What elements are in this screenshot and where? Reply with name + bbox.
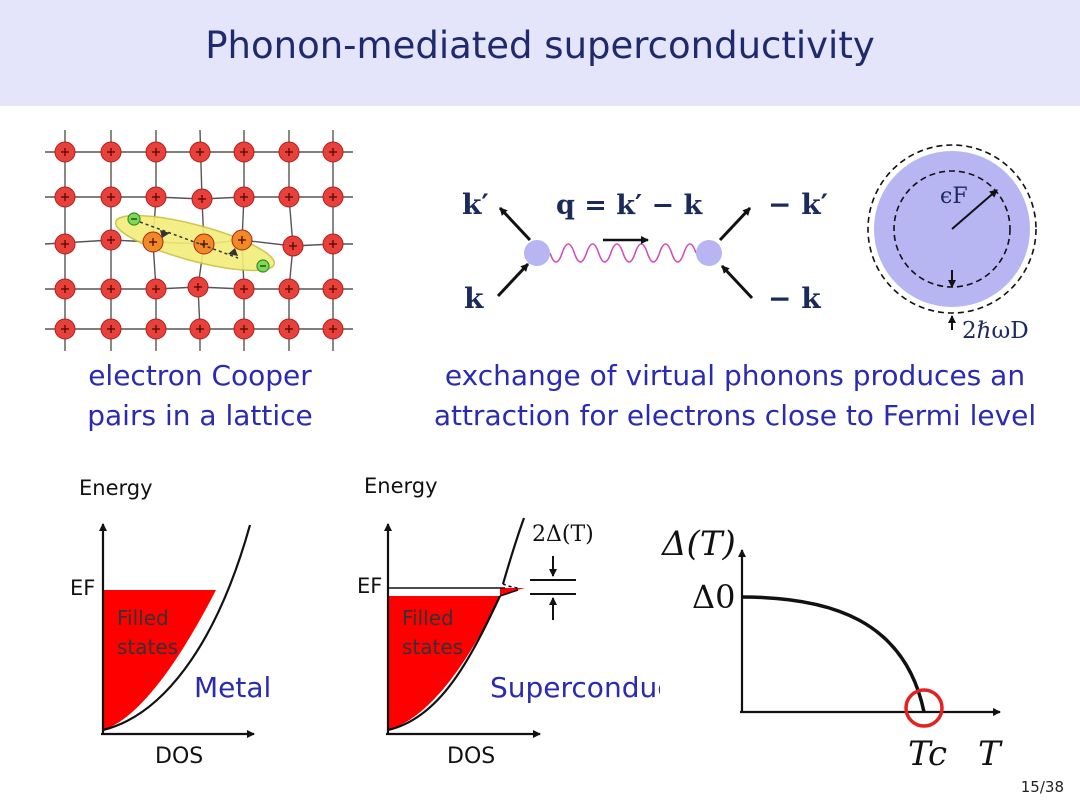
ion-site: [145, 278, 167, 300]
metal-filled-line-2: states: [117, 635, 179, 659]
ion-site: [189, 141, 211, 163]
ion-site: [145, 186, 167, 208]
ion-site: [54, 233, 76, 255]
ion-site: [233, 141, 255, 163]
cooper-pair-electrons: [127, 212, 270, 273]
ion-site: [233, 318, 255, 340]
lattice-caption: electron Cooper pairs in a lattice: [60, 356, 340, 436]
metal-dos-label: DOS: [155, 744, 204, 769]
ion-site: [100, 141, 122, 163]
sc-dos-upper-curve: [501, 517, 526, 585]
metal-energy-label: Energy: [79, 476, 153, 500]
metal-ef-label: EF: [70, 576, 96, 600]
metal-filled-label: Filled states: [117, 604, 178, 662]
metal-dos-curve: [102, 524, 252, 732]
label-k-prime: k′: [462, 188, 489, 221]
ion-site: [322, 278, 344, 300]
fermi-radius-arrow: [951, 189, 998, 230]
ion-site: [187, 276, 209, 298]
sc-dos-lower-curve: [387, 595, 501, 732]
sc-filled-line-1: Filled: [402, 606, 454, 630]
ion-site: [100, 318, 122, 340]
lattice-caption-line-2: pairs in a lattice: [87, 399, 313, 432]
ion-site: [100, 186, 122, 208]
delta0-label: Δ0: [692, 578, 736, 616]
sc-filled-line-2: states: [402, 635, 464, 659]
gap-label: 2Δ(T): [532, 522, 594, 547]
ion-site: [100, 229, 122, 251]
ion-site: [191, 188, 213, 210]
ion-site: [54, 141, 76, 163]
phonon-line: [549, 243, 697, 263]
vertex-left: [524, 240, 550, 266]
ion-site: [233, 186, 255, 208]
ion-site: [278, 186, 300, 208]
ion-sites: [54, 141, 344, 340]
ion-site: [322, 318, 344, 340]
sc-ef-label: EF: [357, 574, 383, 598]
outer-shell: [867, 144, 1037, 314]
ion-site: [231, 229, 253, 251]
sc-dos-label: DOS: [447, 744, 496, 769]
ion-site: [100, 278, 122, 300]
ion-site: [282, 235, 304, 257]
exchange-caption-line-2: attraction for electrons close to Fermi …: [433, 399, 1037, 432]
temperature-label: T: [978, 734, 1001, 774]
label-q: q = k′ − k: [556, 190, 703, 221]
ion-site: [278, 278, 300, 300]
sc-filled-label: Filled states: [402, 604, 463, 662]
metal-filled-states: [103, 590, 216, 730]
neg-k-prime-line: [718, 206, 752, 242]
ion-site: [322, 233, 344, 255]
ion-site: [233, 278, 255, 300]
vertex-right: [696, 240, 722, 266]
ion-site: [54, 186, 76, 208]
ion-site: [278, 141, 300, 163]
gap-curve: [741, 595, 926, 713]
sc-energy-label: Energy: [364, 474, 438, 498]
ion-site: [278, 318, 300, 340]
label-shell-width: 2ℏωD: [962, 318, 1029, 344]
ion-site: [54, 318, 76, 340]
ion-site: [322, 186, 344, 208]
label-epsilon-f: ϵF: [940, 184, 968, 209]
ion-site: [54, 278, 76, 300]
ion-site: [193, 233, 215, 255]
k-line: [496, 262, 530, 298]
ion-site: [142, 231, 164, 253]
lattice-caption-line-1: electron Cooper: [88, 359, 312, 392]
gap-axis-label: Δ(T): [662, 524, 736, 564]
sc-name: Superconduc: [490, 671, 660, 704]
label-neg-k: − k: [768, 282, 821, 315]
label-k: k: [464, 282, 484, 315]
ion-site: [145, 141, 167, 163]
title-bar: [0, 0, 1080, 106]
metal-filled-line-1: Filled: [117, 606, 169, 630]
slide-title: Phonon-mediated superconductivity: [205, 24, 875, 67]
ion-site: [189, 318, 211, 340]
k-prime-line: [498, 206, 532, 242]
tc-circle: [904, 688, 944, 728]
exchange-caption-line-1: exchange of virtual phonons produces an: [444, 359, 1026, 392]
sc-filled-states: [388, 596, 500, 730]
ion-site: [145, 318, 167, 340]
ion-site: [322, 141, 344, 163]
tc-label: Tc: [908, 734, 948, 774]
exchange-caption: exchange of virtual phonons produces an …: [420, 356, 1050, 436]
label-neg-k-prime: − k′: [768, 188, 828, 221]
metal-name: Metal: [194, 671, 272, 704]
page-number: 15/38: [1020, 778, 1064, 796]
neg-k-line: [720, 264, 754, 300]
